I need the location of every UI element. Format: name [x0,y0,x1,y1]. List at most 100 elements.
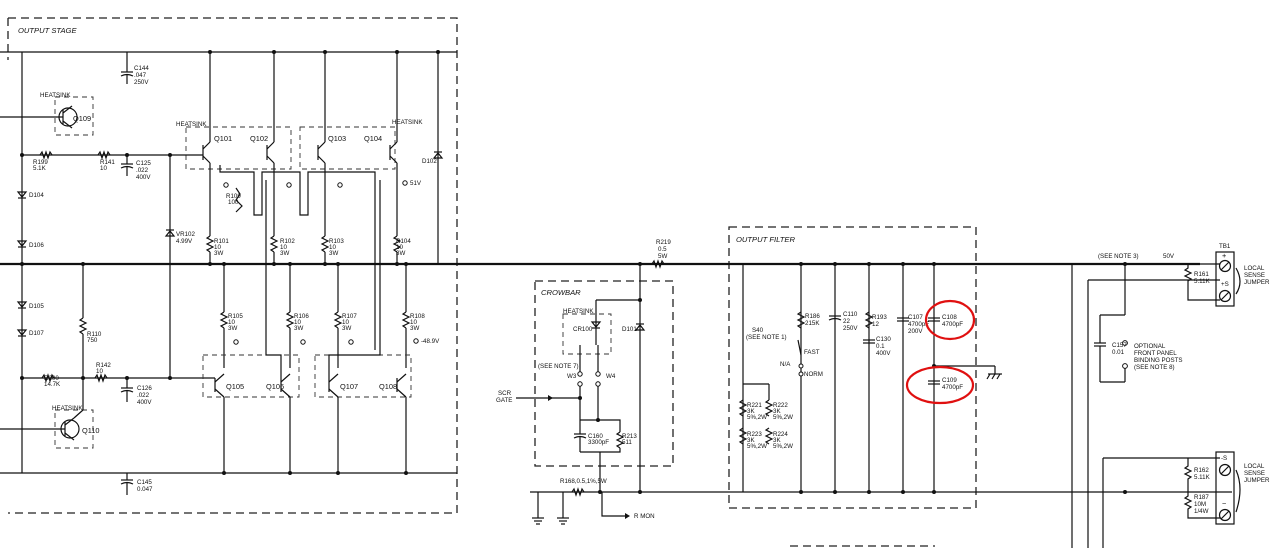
vm489-label: -48.9V [421,338,440,345]
q109-heatsink-label: HEATSINK [40,92,71,99]
s40-name: S40 [752,327,764,334]
crowbar-title: CROWBAR [541,288,581,297]
c144-voltage: 250V [134,79,149,86]
r199-value: 5.1K [33,165,47,172]
d104-label: D104 [29,192,44,199]
d105-label: D105 [29,303,44,310]
r221-name: R221 [747,402,762,409]
left-diodes: D104 D106 D105 D107 [16,191,44,337]
r187-value: 10M [1194,501,1206,508]
upper-transistor-bank: HEATSINK HEATSINK Q101 Q102 Q103 Q104 [170,50,444,350]
c144-value: .047 [134,72,147,79]
r224-name: R224 [773,431,788,438]
output-filter-section: OUTPUT FILTER [728,226,977,509]
q110-driver: HEATSINK Q110 [0,378,100,449]
r108-value: 10 [410,319,417,326]
tb1-label: TB1 [1219,243,1231,250]
r219-value: 0.5 [658,246,667,253]
c125-value: .022 [136,167,149,174]
c107-value: 4700pF [908,321,929,328]
d102-label: D102 [422,158,437,165]
r193-name: R193 [872,314,887,321]
r187-name: R187 [1194,494,1209,501]
scr-gate-label-2: GATE [496,397,512,404]
c108-name: C108 [942,314,957,321]
output-stage-section: OUTPUT STAGE [7,17,458,514]
optional-label-1: OPTIONAL [1134,343,1166,350]
r223-value: 3K [747,437,755,444]
r224-rating: 5%,2W [773,443,793,450]
output-terminal-area: (SEE NOTE 3) 50V C157 0.01 OPTIONAL FRON… [1071,243,1270,548]
c157-value: 0.01 [1112,349,1125,356]
c145-capacitor: C145 0.047 [120,473,153,495]
terminal-screw-minus-s [1218,463,1232,477]
c130-value: 0.1 [876,343,885,350]
lower-transistor-bank: Q105 Q106 Q107 Q108 [202,180,412,475]
c126-name: C126 [137,385,152,392]
r104-value: 10 [396,244,403,251]
r213-value: 511 [622,439,632,446]
tb1-bottom-block [1215,451,1235,525]
d106-label: D106 [29,242,44,249]
r219-power: 5W [658,253,667,260]
r108-power: 3W [410,325,419,332]
local-sense-top-2: SENSE [1244,272,1265,279]
r106-name: R106 [294,313,309,320]
c126-value: .022 [137,392,150,399]
r108-name: R108 [410,313,425,320]
r168-label: R168,0.5,1%,5W [560,478,607,485]
r186-value: 215K [805,320,820,327]
r200-name: R200 [44,375,59,382]
r107-power: 3W [342,325,351,332]
local-sense-top-1: LOCAL [1244,265,1265,272]
output-filter-title: OUTPUT FILTER [736,235,795,244]
c144-capacitor: C144 .047 250V [120,52,149,86]
r109-value: 100 [228,199,239,206]
r101-power: 3W [214,250,223,257]
q108-label: Q108 [379,382,397,391]
r110-name: R110 [87,331,102,338]
q104-label: Q104 [364,134,382,143]
r162-name: R162 [1194,467,1209,474]
cr100-label: CR100 [573,326,593,333]
c109-highlight-circle [905,365,975,405]
r162-value: 5.11K [1194,474,1211,481]
local-sense-top-3: JUMPER [1244,279,1270,286]
r219-resistor: R219 0.5 5W [638,239,671,269]
r103-power: 3W [329,250,338,257]
c125-voltage: 400V [136,174,151,181]
c110-voltage: 250V [843,325,858,332]
r224-value: 3K [773,437,781,444]
v50-label: 50V [1163,253,1175,260]
d107-label: D107 [29,330,44,337]
r141-name: R141 [100,159,115,166]
c160-value: 3300pF [588,439,609,446]
v51-label: 51V [410,180,422,187]
r142-value: 10 [96,368,103,375]
cr100-heatsink-label: HEATSINK [563,308,594,315]
vr102-zener: VR102 4.99V [164,153,195,380]
c110-name: C110 [843,311,858,318]
r109-name: R109 [226,193,241,200]
tb1-minus-s-label: -S [1221,455,1227,462]
r-mon-label: R MON [634,513,655,520]
q109-label: Q109 [73,114,91,123]
r101-name: R101 [214,238,229,245]
crowbar-circuit: D101 HEATSINK CR100 (SEE NOTE 7) W3 W4 S… [496,264,646,494]
r102-name: R102 [280,238,295,245]
q103-label: Q103 [328,134,346,143]
r221-rating: 5%,2W [747,414,767,421]
c108-highlight-circle [924,299,976,341]
r106-power: 3W [294,325,303,332]
c145-value: 0.047 [137,486,153,493]
w4-label: W4 [606,373,616,380]
local-sense-bottom-1: LOCAL [1244,463,1265,470]
r104-name: R104 [396,238,411,245]
upper-emitter-resistors: R101 10 3W R102 10 3W R103 10 3W R104 10… [205,235,411,266]
tb1-minus-label: − [1222,499,1226,508]
r199-name: R199 [33,159,48,166]
r102-power: 3W [280,250,289,257]
c144-name: C144 [134,65,149,72]
q106-label: Q106 [266,382,284,391]
tb1-plus-label: + [1222,251,1226,260]
